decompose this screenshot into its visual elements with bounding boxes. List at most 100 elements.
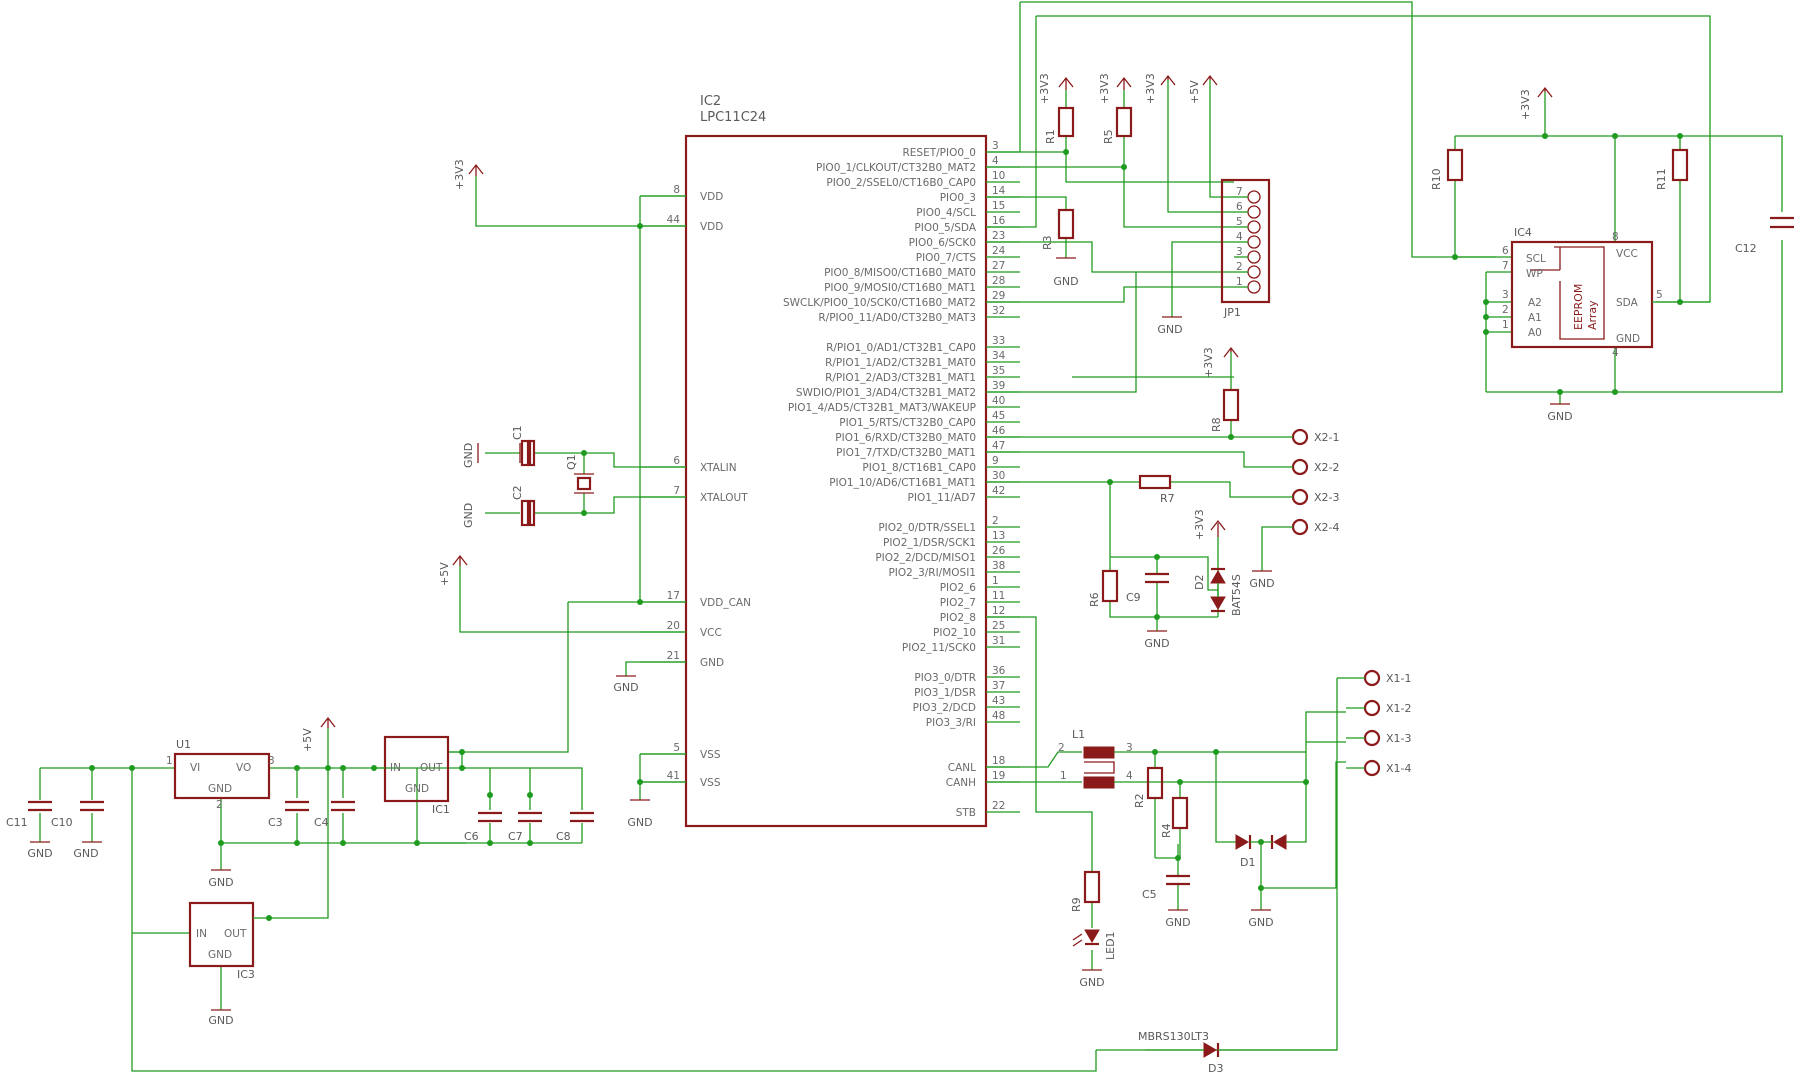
svg-text:4: 4	[1612, 347, 1619, 359]
terminal-pad	[1291, 458, 1309, 476]
diode-d3: MBRS130LT3 D3	[1096, 1030, 1337, 1075]
ic2-left-pin-num: 7	[673, 485, 680, 497]
resistor-r2	[1146, 766, 1164, 800]
ic2-right-pin-label: PIO0_7/CTS	[916, 252, 977, 264]
svg-text:GND: GND	[1248, 916, 1273, 929]
ic2-right-pin-label: PIO1_10/AD6/CT16B1_MAT1	[829, 477, 976, 489]
ic2-left-pin-num: 21	[667, 650, 680, 662]
ic2-right-pin-num: 4	[992, 155, 999, 167]
svg-text:R7: R7	[1160, 492, 1175, 505]
terminal-connectors: X2-1X2-2X2-3X2-4X1-1X1-2X1-3X1-4	[1288, 428, 1412, 777]
svg-text:3: 3	[1126, 742, 1133, 754]
ic2-name: IC2	[700, 94, 721, 109]
ic2-right-pin-num: 23	[992, 230, 1005, 242]
resistor-r8	[1222, 388, 1240, 422]
jp1-pin-pad	[1247, 220, 1261, 234]
terminal-label: X1-4	[1386, 762, 1412, 775]
ic2-right-pin-num: 39	[992, 380, 1005, 392]
can-section: L1 2 1 3 4 R2 R4 C5 GND D1	[986, 616, 1346, 1075]
supply-3v3-ic2: +3V3	[453, 159, 484, 190]
svg-text:C10: C10	[51, 816, 73, 829]
ic2-right-pin-num: 2	[992, 515, 999, 527]
svg-text:U1: U1	[176, 738, 191, 751]
svg-text:C9: C9	[1126, 591, 1141, 604]
svg-text:C1: C1	[511, 425, 524, 440]
terminal-pad	[1363, 729, 1381, 747]
ic2-right-pin-label: PIO2_0/DTR/SSEL1	[878, 522, 976, 534]
jp1-pin-num: 3	[1236, 246, 1243, 258]
resistor-r4	[1171, 796, 1189, 830]
ic2-left-pin-num: 20	[667, 620, 680, 632]
terminal-pad	[1363, 699, 1381, 717]
ic2-value: LPC11C24	[700, 110, 766, 125]
svg-text:7: 7	[1502, 260, 1509, 272]
svg-text:R2: R2	[1133, 793, 1146, 808]
c2-plate	[520, 499, 530, 527]
svg-text:3: 3	[268, 755, 275, 767]
ic2-left-pin-label: VCC	[700, 627, 722, 639]
svg-text:A0: A0	[1528, 327, 1542, 339]
ic2-left-pin-label: VDD	[700, 221, 723, 233]
ic2-right-pin-num: 38	[992, 560, 1005, 572]
ic2-right-pin-label: PIO0_9/MOSI0/CT16B0_MAT1	[824, 282, 976, 294]
svg-text:GND: GND	[208, 876, 233, 889]
svg-text:C8: C8	[556, 830, 571, 843]
cap-c10: C10	[51, 800, 104, 829]
ic2-right-pin-label: PIO3_2/DCD	[913, 702, 976, 714]
svg-text:R10: R10	[1430, 168, 1443, 190]
svg-text:MBRS130LT3: MBRS130LT3	[1138, 1030, 1209, 1043]
svg-text:GND: GND	[462, 443, 475, 468]
ic2-right-pin-label: PIO0_8/MISO0/CT16B0_MAT0	[824, 267, 976, 279]
svg-text:R8: R8	[1210, 417, 1223, 432]
ic2-left-pin-num: 8	[673, 184, 680, 196]
terminal-pad	[1291, 518, 1309, 536]
ic2-right-pin-label: PIO2_2/DCD/MISO1	[875, 552, 976, 564]
resistor-r7	[1138, 474, 1172, 490]
ic2-left-pin-label: GND	[700, 657, 724, 669]
svg-text:GND: GND	[208, 1014, 233, 1027]
ic2-left-pin-num: 5	[673, 742, 680, 754]
supply-3v3-label: +3V3	[453, 159, 466, 190]
ic2-right-pin-num: 30	[992, 470, 1005, 482]
gnd-ic2-vss: GND	[627, 799, 653, 829]
ic2-right-pin-label: R/PIO1_2/AD3/CT32B1_MAT1	[825, 372, 976, 384]
ic2-right-pin-num: 42	[992, 485, 1005, 497]
svg-text:SDA: SDA	[1616, 297, 1639, 309]
ic2-right-pin-num: 22	[992, 800, 1005, 812]
svg-text:C7: C7	[508, 830, 523, 843]
ic2-right-pin-label: PIO0_5/SDA	[914, 222, 976, 234]
ic2-right-pin-label: PIO1_5/RTS/CT32B0_CAP0	[839, 417, 976, 429]
ic2-right-pin-label: PIO1_4/AD5/CT32B1_MAT3/WAKEUP	[788, 402, 976, 414]
c1-plate	[520, 439, 530, 467]
svg-text:IC1: IC1	[432, 803, 450, 816]
svg-text:D3: D3	[1208, 1062, 1223, 1075]
ic2-right-pin-label: PIO2_3/RI/MOSI1	[888, 567, 976, 579]
cap-c5	[1166, 874, 1190, 886]
jp1-pin-pad	[1247, 265, 1261, 279]
jp1-pin-num: 1	[1236, 276, 1243, 288]
ic2-right-pin-num: 31	[992, 635, 1005, 647]
ic2-right-pin-num: 35	[992, 365, 1005, 377]
ic2-left-pin-num: 17	[667, 590, 680, 602]
ic2-right-pin-num: 48	[992, 710, 1005, 722]
svg-text:R11: R11	[1655, 168, 1668, 190]
svg-text:+3V3: +3V3	[1038, 73, 1051, 104]
q1-crystal	[576, 476, 592, 491]
diode-d1: D1 GND	[1235, 761, 1346, 929]
ic2-left-wiring	[448, 176, 686, 800]
svg-text:+3V3: +3V3	[1144, 73, 1157, 104]
ic2-right-pin-num: 3	[992, 140, 999, 152]
eeprom-section: +3V3 R10 R11 C12 GND IC4 SCL WP A2 A1 A0…	[1430, 86, 1794, 423]
terminal-label: X2-2	[1314, 461, 1340, 474]
svg-text:+3V3: +3V3	[1202, 347, 1215, 378]
svg-text:+3V3: +3V3	[1193, 509, 1206, 540]
ic2-left-pin-num: 6	[673, 455, 680, 467]
cap-c3: C3	[268, 800, 309, 829]
ic4-eeprom	[1510, 240, 1654, 349]
svg-text:C12: C12	[1735, 242, 1757, 255]
ic2-left-pin-num: 41	[667, 770, 680, 782]
ic2-right-pin-num: 43	[992, 695, 1005, 707]
ic2-left-pin-label: VDD	[700, 191, 723, 203]
